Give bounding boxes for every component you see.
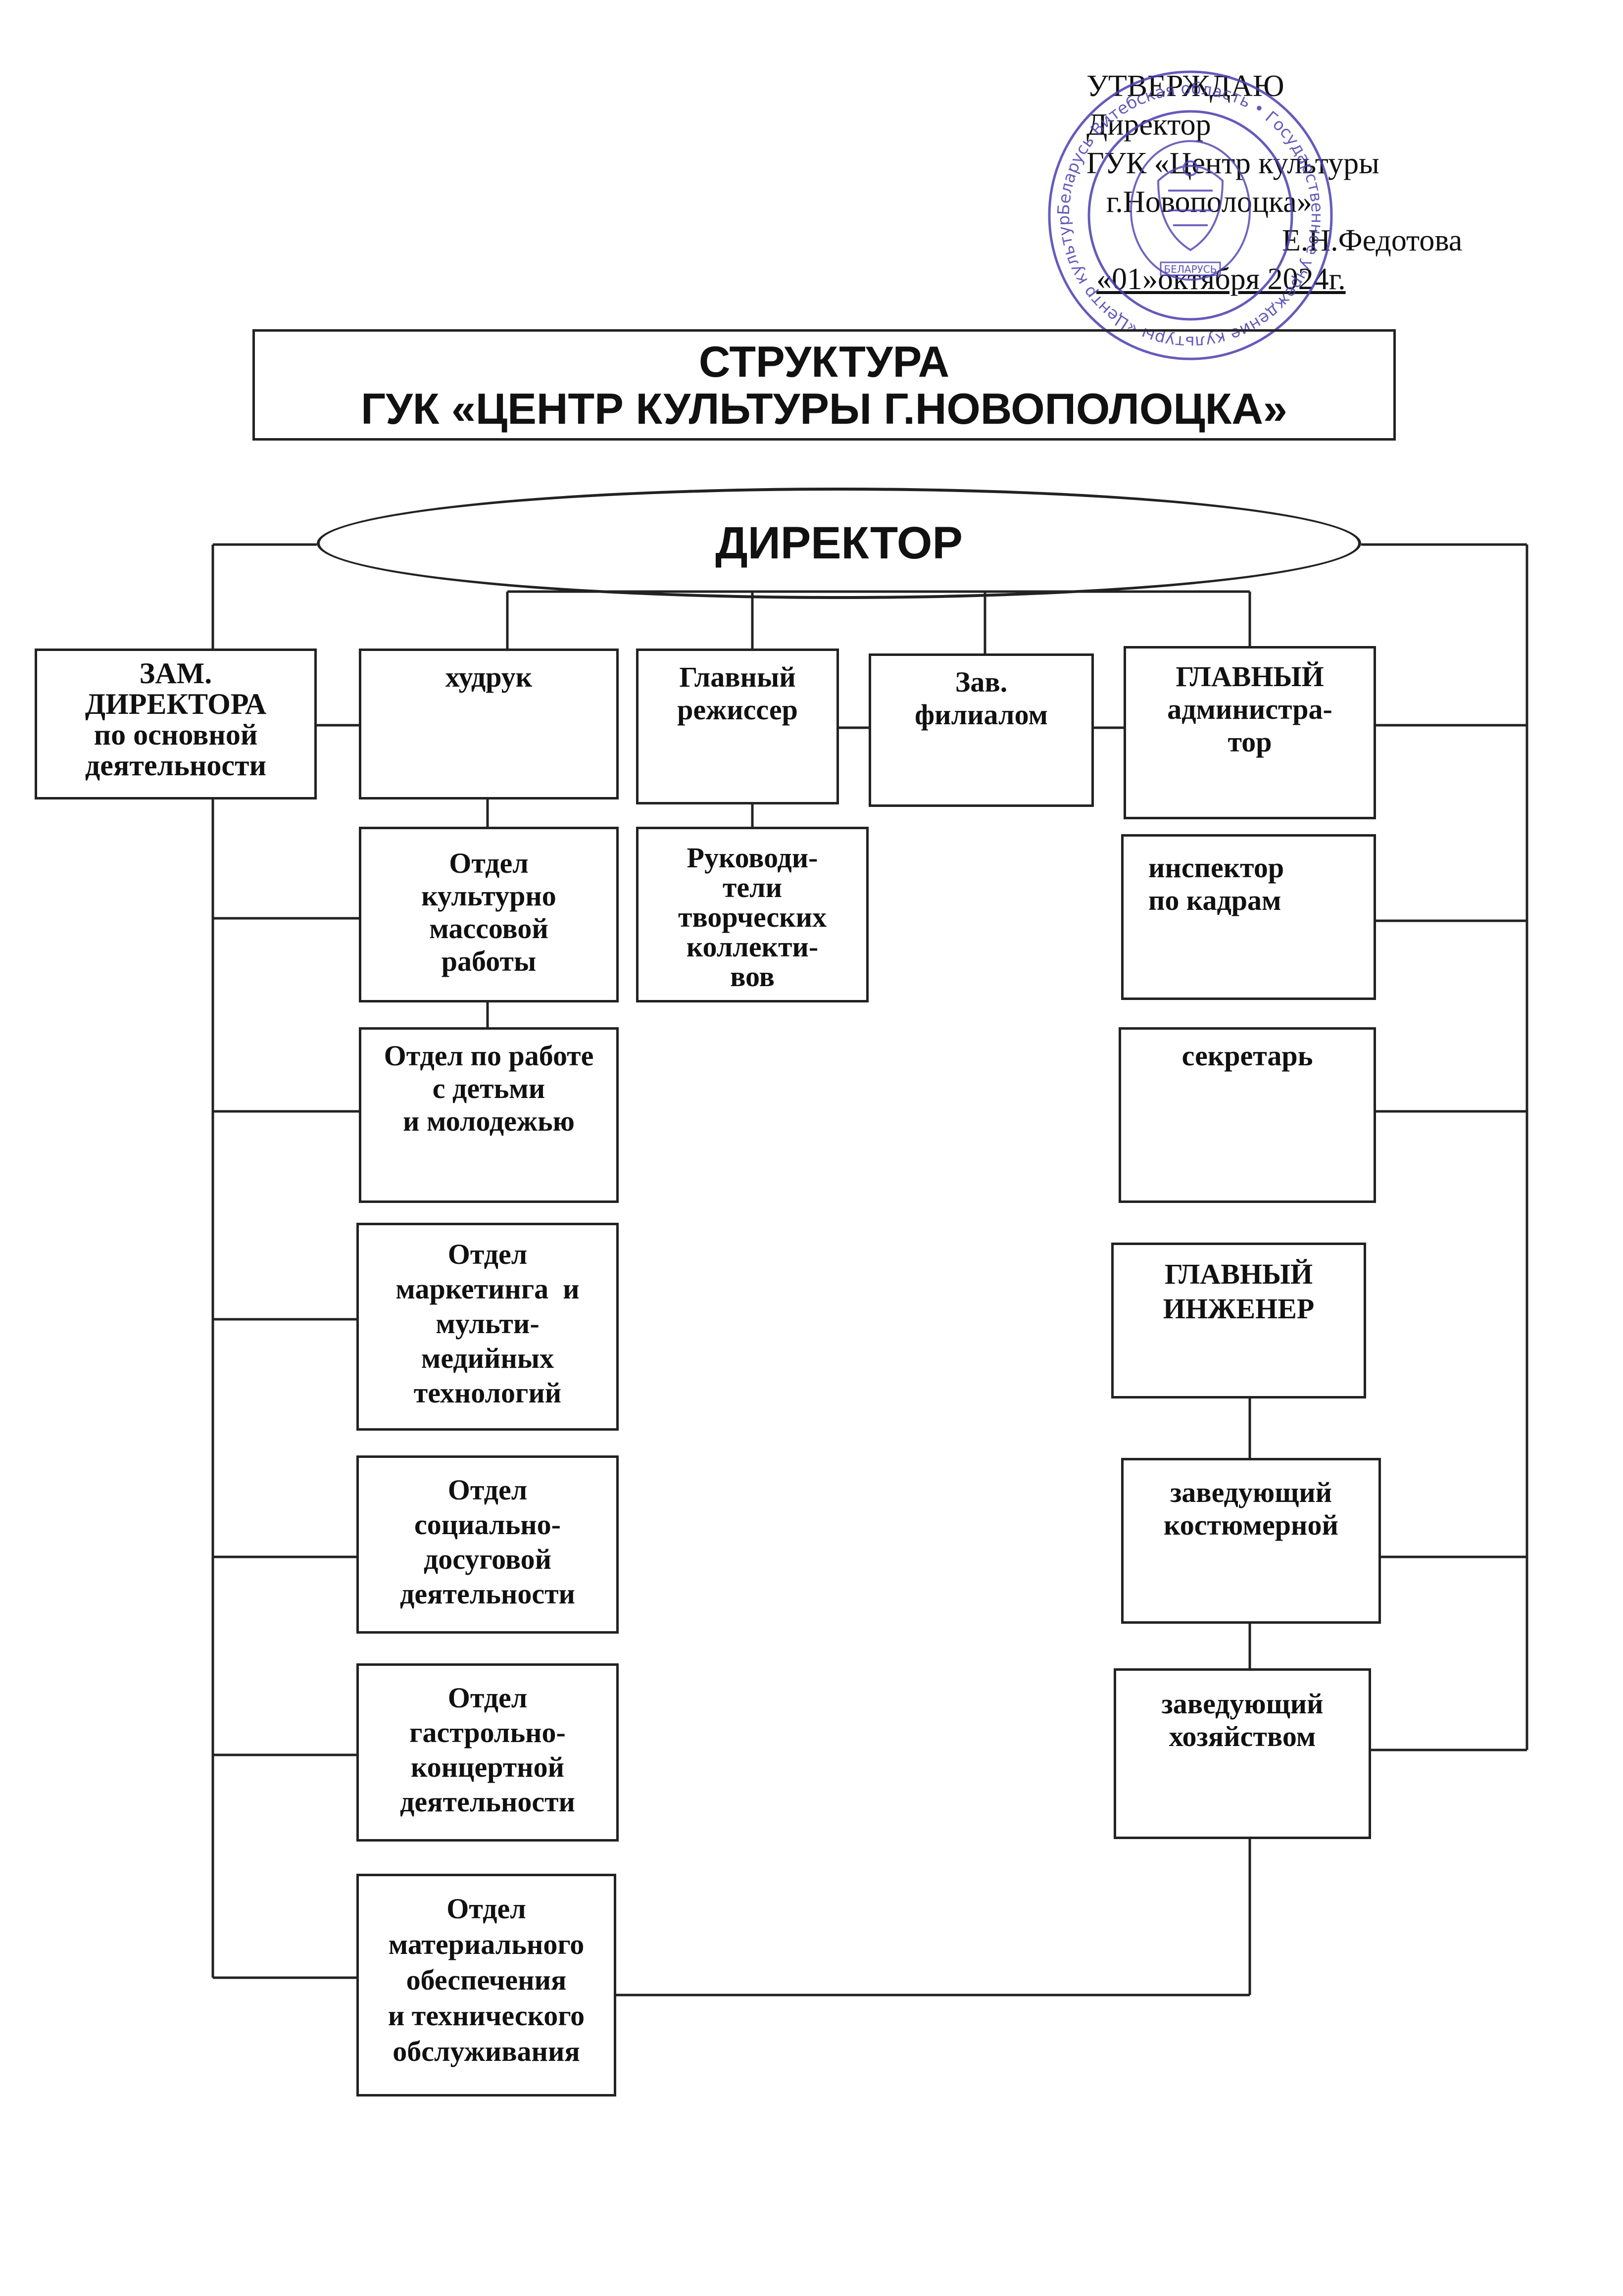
node-branch-head: Зав.филиалом	[869, 653, 1094, 807]
box-text-line: маркетинга и	[395, 1273, 580, 1305]
official-stamp: Беларусь Витебская область • Государстве…	[1044, 67, 1333, 360]
box-text-line: досуговой	[423, 1543, 552, 1575]
box-text-line: с детьми	[432, 1072, 545, 1104]
box-text-line: режиссер	[677, 694, 798, 726]
box-text-line: администра-	[1167, 693, 1332, 725]
box-text-line: Отдел	[446, 1893, 526, 1925]
box-text-line: технологий	[413, 1377, 562, 1409]
stamp-emblem-text: БЕЛАРУСЬ	[1164, 263, 1217, 275]
chart-title-box: СТРУКТУРА ГУК «ЦЕНТР КУЛЬТУРЫ Г.НОВОПОЛО…	[252, 329, 1396, 441]
box-text-line: и молодежью	[403, 1105, 575, 1137]
box-text-line: ДИРЕКТОРА	[85, 688, 267, 720]
box-text-line: культурно	[421, 880, 556, 912]
box-text-line: мульти-	[436, 1307, 540, 1340]
box-text-line: деятельности	[400, 1578, 575, 1610]
box-text-line: ГЛАВНЫЙ	[1176, 660, 1324, 693]
box-text-line: Отдел	[447, 1682, 528, 1714]
box-text-line: Зав.	[955, 666, 1008, 698]
box-text-line: ГЛАВНЫЙ	[1164, 1258, 1313, 1290]
box-text-line: ЗАМ.	[139, 657, 212, 690]
box-text-line: филиалом	[915, 699, 1048, 731]
box-text-line: костюмерной	[1164, 1509, 1338, 1541]
box-text-line: и технического	[388, 1999, 585, 2032]
approval-position: Директор	[1086, 108, 1211, 142]
box-text-line: ИНЖЕНЕР	[1163, 1293, 1315, 1325]
box-text-line: вов	[730, 960, 775, 993]
box-text-line: концертной	[410, 1751, 565, 1783]
box-text-line: инспектор	[1148, 851, 1284, 884]
box-text-line: Отдел	[449, 847, 529, 879]
box-text-line: Главный	[679, 661, 796, 693]
box-text-line: по основной	[94, 718, 258, 751]
box-text-line: секретарь	[1181, 1040, 1313, 1072]
box-text-line: заведующий	[1161, 1688, 1324, 1720]
node-director: ДИРЕКТОР	[317, 488, 1361, 599]
box-text-line: деятельности	[400, 1786, 575, 1818]
box-text-line: гастрольно-	[409, 1716, 566, 1748]
box-text-line: обслуживания	[393, 2035, 580, 2067]
box-text-line: социально-	[414, 1508, 561, 1541]
node-art-director: худрук	[359, 649, 619, 799]
box-text-line: материального	[388, 1928, 585, 1960]
chart-title: СТРУКТУРА	[698, 337, 950, 386]
box-text-line: обеспечения	[406, 1964, 567, 1996]
box-text-line: деятельности	[85, 749, 267, 782]
node-secretary: секретарь	[1119, 1027, 1376, 1203]
box-text-line: хозяйством	[1169, 1720, 1316, 1752]
box-text-line: работы	[441, 945, 537, 977]
box-text-line: творческих	[678, 901, 827, 933]
box-text-line: заведующий	[1170, 1476, 1332, 1508]
box-text-line: Руководи-	[687, 842, 818, 874]
box-text-line: Отдел	[447, 1474, 528, 1506]
approval-signatory: Е.Н.Федотова	[1282, 224, 1463, 257]
box-text-line: медийных	[421, 1342, 554, 1374]
box-text-line: Отдел по работе	[384, 1040, 594, 1072]
box-text-line: Отдел	[447, 1238, 528, 1270]
emblem-icon	[1130, 140, 1251, 281]
box-text-line: худрук	[445, 661, 533, 693]
chart-subtitle: ГУК «ЦЕНТР КУЛЬТУРЫ Г.НОВОПОЛОЦКА»	[361, 384, 1287, 433]
box-text-line: тор	[1228, 726, 1272, 758]
box-text-line: по кадрам	[1148, 884, 1281, 916]
box-text-line: массовой	[429, 912, 548, 945]
stamp-rings	[1048, 70, 1333, 360]
approval-date: «01»октября 2024г.	[1096, 262, 1346, 296]
box-text-line: коллекти-	[686, 931, 819, 963]
box-text-line: тели	[722, 871, 783, 903]
